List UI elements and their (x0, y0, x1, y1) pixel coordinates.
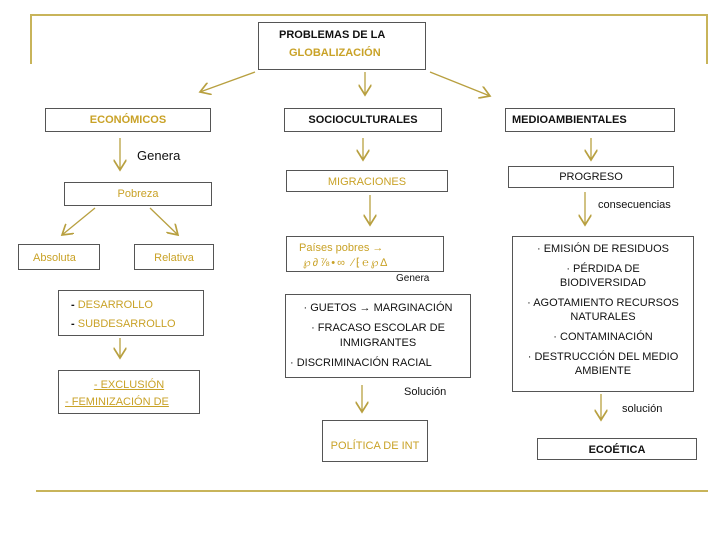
paises-pobres-box: Países pobres → ℘∂⅞•∞ ⁄⁅℮℘∆ (286, 236, 444, 272)
pobreza-label: Pobreza (117, 188, 159, 200)
arrow-title-medio (429, 71, 490, 96)
frame-left-line (30, 14, 32, 64)
exclusion-box: - EXCLUSIÓN - FEMINIZACIÓN DE (58, 370, 200, 414)
economicos-box: ECONÓMICOS (45, 108, 211, 132)
medio-item-agotamiento: · AGOTAMIENTO RECURSOS NATURALES (527, 297, 679, 323)
medioambientales-box: MEDIOAMBIENTALES (505, 108, 675, 132)
frame-bottom-line (36, 490, 708, 492)
absoluta-label: Absoluta (33, 252, 76, 264)
pobreza-box: Pobreza (64, 182, 212, 206)
migraciones-label: MIGRACIONES (327, 176, 407, 188)
migraciones-box: MIGRACIONES (286, 170, 448, 192)
economicos-label: ECONÓMICOS (89, 114, 167, 126)
progreso-box: PROGRESO (508, 166, 674, 188)
desarrollo-box: - DESARROLLO - SUBDESARROLLO (58, 290, 204, 336)
ecoetica-label: ECOÉTICA (588, 444, 646, 456)
solucion-label: Solución (404, 386, 447, 398)
arrow-pobreza-relativa (149, 207, 178, 235)
paises-garbled-text: ℘∂⅞•∞ ⁄⁅℮℘∆ (303, 257, 390, 269)
medio-item-perdida: · PÉRDIDA DE BIODIVERSIDAD (559, 263, 647, 289)
absoluta-box: Absoluta (18, 244, 100, 270)
exclusion-label: - EXCLUSIÓN (93, 379, 165, 391)
medio-item-emision: · EMISIÓN DE RESIDUOS (536, 243, 670, 255)
arrow-pobreza-absoluta (62, 207, 96, 235)
relativa-label: Relativa (154, 252, 194, 264)
medio-item-contaminacion: · CONTAMINACIÓN (553, 331, 653, 343)
relativa-box: Relativa (134, 244, 214, 270)
subdesarrollo-prefix: - (71, 318, 78, 330)
consecuencias-label: consecuencias (598, 199, 671, 211)
socio-item-discriminacion: · DISCRIMINACIÓN RACIAL (290, 357, 432, 369)
genera-label: Genera (137, 148, 181, 163)
title-line2: GLOBALIZACIÓN (289, 47, 381, 59)
paises-pobres-label: Países pobres → (299, 242, 384, 254)
subdesarrollo-label: SUBDESARROLLO (77, 318, 176, 330)
socioculturales-box: SOCIOCULTURALES (284, 108, 442, 132)
socioculturales-label: SOCIOCULTURALES (308, 114, 418, 126)
title-line1: PROBLEMAS DE LA (279, 29, 386, 41)
arrow-title-economicos (200, 71, 256, 92)
frame-right-line (706, 14, 708, 64)
medio-item-destruccion: · DESTRUCCIÓN DEL MEDIO AMBIENTE (527, 351, 679, 377)
socio-item-guetos: · GUETOS → MARGINACIÓN (303, 302, 453, 314)
title-box: PROBLEMAS DE LA GLOBALIZACIÓN (258, 22, 426, 70)
desarrollo-label: DESARROLLO (77, 299, 153, 311)
socio-problems-box: · GUETOS → MARGINACIÓN · FRACASO ESCOLAR… (285, 294, 471, 378)
progreso-label: PROGRESO (559, 171, 623, 183)
subdesarrollo-item: - SUBDESARROLLO (71, 315, 203, 334)
ecoetica-box: ECOÉTICA (537, 438, 697, 460)
politica-box: POLÍTICA DE INT (322, 420, 428, 462)
medioambientales-label: MEDIOAMBIENTALES (512, 114, 627, 126)
genera-small-label: Genera (396, 273, 430, 284)
socio-item-fracaso: · FRACASO ESCOLAR DE INMIGRANTES (311, 322, 445, 349)
solucion-lower-label: solución (622, 403, 663, 415)
politica-label: POLÍTICA DE INT (330, 440, 420, 452)
feminizacion-label: - FEMINIZACIÓN DE (65, 396, 169, 408)
desarrollo-prefix: - (71, 299, 78, 311)
frame-top-line (30, 14, 708, 16)
desarrollo-item: - DESARROLLO (71, 296, 203, 315)
medio-problems-box: · EMISIÓN DE RESIDUOS · PÉRDIDA DE BIODI… (512, 236, 694, 392)
